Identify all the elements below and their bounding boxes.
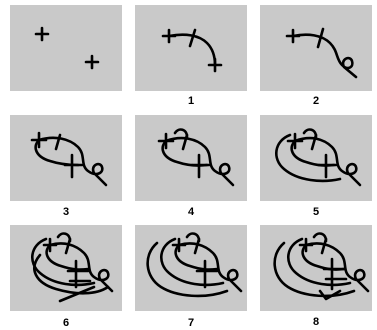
step-drawing-5	[275, 128, 362, 187]
hook	[312, 232, 328, 243]
bottom-tick	[318, 289, 342, 301]
step-panel-2	[260, 5, 372, 91]
step-label-3: 3	[62, 206, 70, 218]
outer-loop	[287, 237, 352, 287]
inner-cross	[66, 259, 92, 289]
step-panel-8	[260, 225, 372, 311]
step-panel-4	[135, 115, 247, 201]
end-cross	[207, 57, 223, 73]
stroke	[177, 242, 243, 293]
stroke	[291, 33, 358, 79]
inner-cross	[63, 153, 84, 179]
stroke	[304, 242, 370, 293]
step-drawing-4	[157, 128, 235, 187]
stroke	[293, 136, 362, 187]
stroke	[37, 136, 108, 187]
hook	[56, 232, 72, 243]
hook	[173, 128, 189, 139]
inner-cross	[195, 259, 219, 289]
loop	[174, 243, 219, 271]
tick-mark	[193, 237, 201, 255]
step-panel-3	[10, 115, 122, 201]
step-panel-6	[10, 225, 122, 311]
inner-cross	[317, 153, 338, 179]
step-panel-1	[135, 5, 247, 91]
outermost-loop	[146, 241, 229, 298]
step-label-4: 4	[187, 206, 195, 218]
step-label-1: 1	[187, 95, 195, 107]
tick-mark	[316, 27, 325, 49]
step-drawing-6	[31, 232, 114, 303]
outer-loop	[275, 133, 342, 183]
step-panel-0	[10, 5, 122, 91]
hook	[185, 232, 201, 243]
end-cross	[84, 54, 100, 70]
step-label-6: 6	[62, 317, 70, 329]
step-drawing-1	[161, 28, 223, 73]
step-label-2: 2	[312, 95, 320, 107]
tick-mark	[54, 133, 62, 151]
tick-mark	[64, 237, 72, 255]
hook	[302, 128, 318, 139]
step-label-8: 8	[312, 316, 320, 328]
step-label-5: 5	[312, 206, 320, 218]
inner-cross	[190, 153, 211, 179]
outer-loop	[160, 237, 225, 287]
loop	[45, 243, 90, 271]
step-drawing-2	[285, 27, 358, 79]
stroke	[164, 136, 235, 187]
step-drawing-8	[273, 232, 370, 301]
start-cross	[34, 26, 50, 42]
step-label-7: 7	[187, 317, 195, 329]
tick-mark	[320, 237, 328, 255]
step-panel-7	[135, 225, 247, 311]
tick-mark	[310, 133, 318, 151]
step-panel-5	[260, 115, 372, 201]
step-drawing-3	[30, 131, 108, 187]
bottom-sweep	[33, 253, 110, 303]
step-drawing-7	[146, 232, 243, 298]
outer-loop	[31, 237, 96, 287]
stroke	[48, 242, 114, 293]
tick-mark	[188, 28, 197, 48]
step-drawing-0	[34, 26, 100, 70]
tick-mark	[181, 133, 189, 151]
